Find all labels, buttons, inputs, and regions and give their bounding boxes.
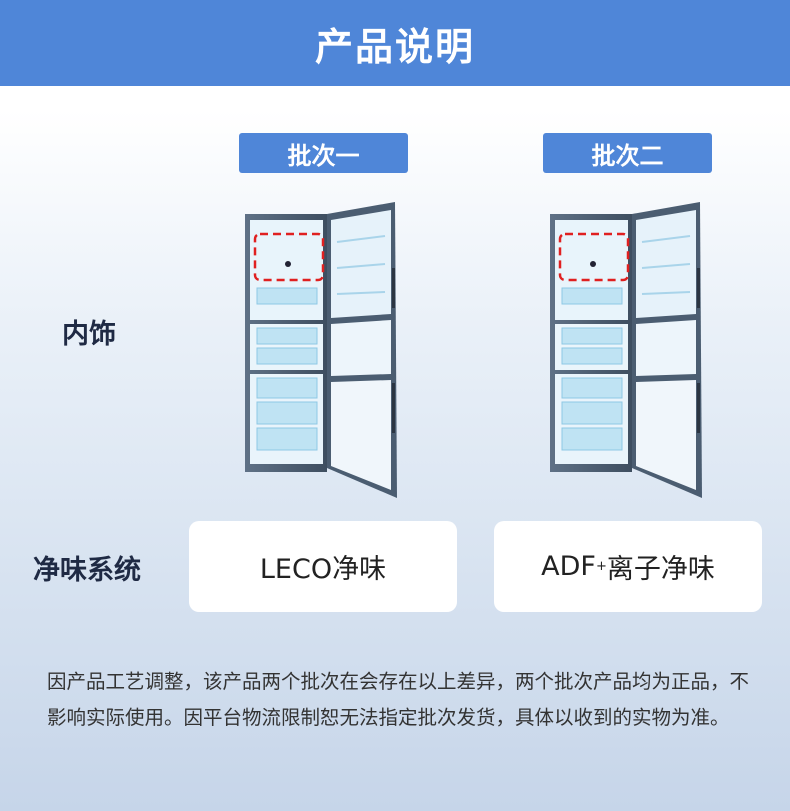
purify-card-batch-one: LECO净味 bbox=[189, 521, 457, 612]
highlight-box bbox=[558, 232, 630, 282]
fridge-image-batch-one bbox=[245, 202, 397, 498]
page-header: 产品说明 bbox=[0, 0, 790, 86]
batch-one-label: 批次一 bbox=[239, 133, 408, 173]
purify-system-sup: + bbox=[595, 559, 607, 574]
purify-system-batch-two: ADF bbox=[541, 551, 596, 582]
fridge-image-batch-two bbox=[550, 202, 702, 498]
row-label-interior: 内饰 bbox=[62, 319, 116, 350]
purify-card-batch-two: ADF+离子净味 bbox=[494, 521, 762, 612]
purify-system-batch-one: LECO净味 bbox=[259, 554, 387, 585]
highlight-box bbox=[253, 232, 325, 282]
batch-two-label: 批次二 bbox=[543, 133, 712, 173]
purify-system-suffix: 离子净味 bbox=[606, 554, 715, 585]
page-title: 产品说明 bbox=[314, 24, 475, 69]
row-label-purify: 净味系统 bbox=[33, 555, 141, 586]
explanation-note: 因产品工艺调整，该产品两个批次在会存在以上差异，两个批次产品均为正品，不影响实际… bbox=[47, 670, 750, 729]
